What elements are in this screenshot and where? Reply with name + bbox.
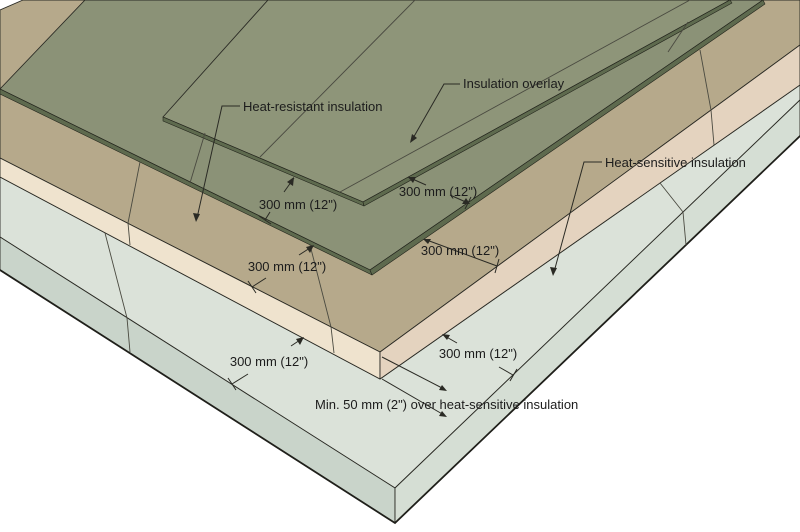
seam-line	[699, 49, 715, 146]
heat-sensitive-outer-silhouette	[0, 135, 800, 525]
annotation-text: Insulation overlay Heat-resistant insula…	[230, 76, 746, 412]
seam-line	[659, 182, 687, 246]
leader-arrow	[410, 134, 417, 143]
leader-arrow	[550, 267, 557, 276]
leader-heat-sensitive	[553, 161, 602, 273]
dim-label-overlay-left: 300 mm (12")	[259, 197, 337, 212]
seam-line	[189, 132, 206, 184]
seam-line	[667, 21, 689, 53]
dim-label-heat-resistant-right: 300 mm (12")	[421, 243, 499, 258]
heat-resistant-right-edge-face	[379, 44, 800, 380]
insulation-overlay-upper-lift	[162, 0, 733, 207]
seam-line	[104, 232, 131, 353]
dim-arrow	[306, 245, 314, 253]
label-heat-resistant-insulation: Heat-resistant insulation	[243, 99, 382, 114]
dim-arrow	[296, 337, 304, 345]
overlay-lift2-right-thickness	[362, 0, 733, 207]
dim-arrow	[408, 177, 416, 183]
heat-sensitive-insulation-slab	[0, 84, 800, 525]
dim-arrow	[287, 177, 294, 186]
label-min-overlap: Min. 50 mm (2") over heat-sensitive insu…	[315, 397, 578, 412]
heat-sensitive-right-edge-face	[394, 99, 800, 524]
dim-arrow	[439, 411, 447, 417]
seam-line	[127, 161, 141, 246]
seam-line	[339, 0, 691, 193]
panel-seam-lines	[104, 0, 715, 354]
leader-lines	[193, 83, 602, 276]
dim-label-overlay-right: 300 mm (12")	[399, 184, 477, 199]
dim-label-heat-sensitive-left: 300 mm (12")	[230, 354, 308, 369]
leader-arrow	[193, 213, 200, 222]
seam-line	[259, 0, 416, 158]
leader-heat-resistant	[196, 105, 240, 219]
leader-insulation-overlay	[411, 83, 460, 141]
dim-label-heat-resistant-left: 300 mm (12")	[248, 259, 326, 274]
dim-arrow	[439, 385, 447, 391]
dim-label-heat-sensitive-right: 300 mm (12")	[439, 346, 517, 361]
label-insulation-overlay: Insulation overlay	[463, 76, 565, 91]
label-heat-sensitive-insulation: Heat-sensitive insulation	[605, 155, 746, 170]
dimension-graphics	[227, 176, 518, 417]
dim-arrow	[462, 198, 470, 204]
dim-arrow	[442, 334, 450, 340]
seam-line	[309, 244, 335, 354]
dim-arrow	[423, 239, 431, 244]
overlay-lift1-right-thickness	[369, 0, 766, 276]
